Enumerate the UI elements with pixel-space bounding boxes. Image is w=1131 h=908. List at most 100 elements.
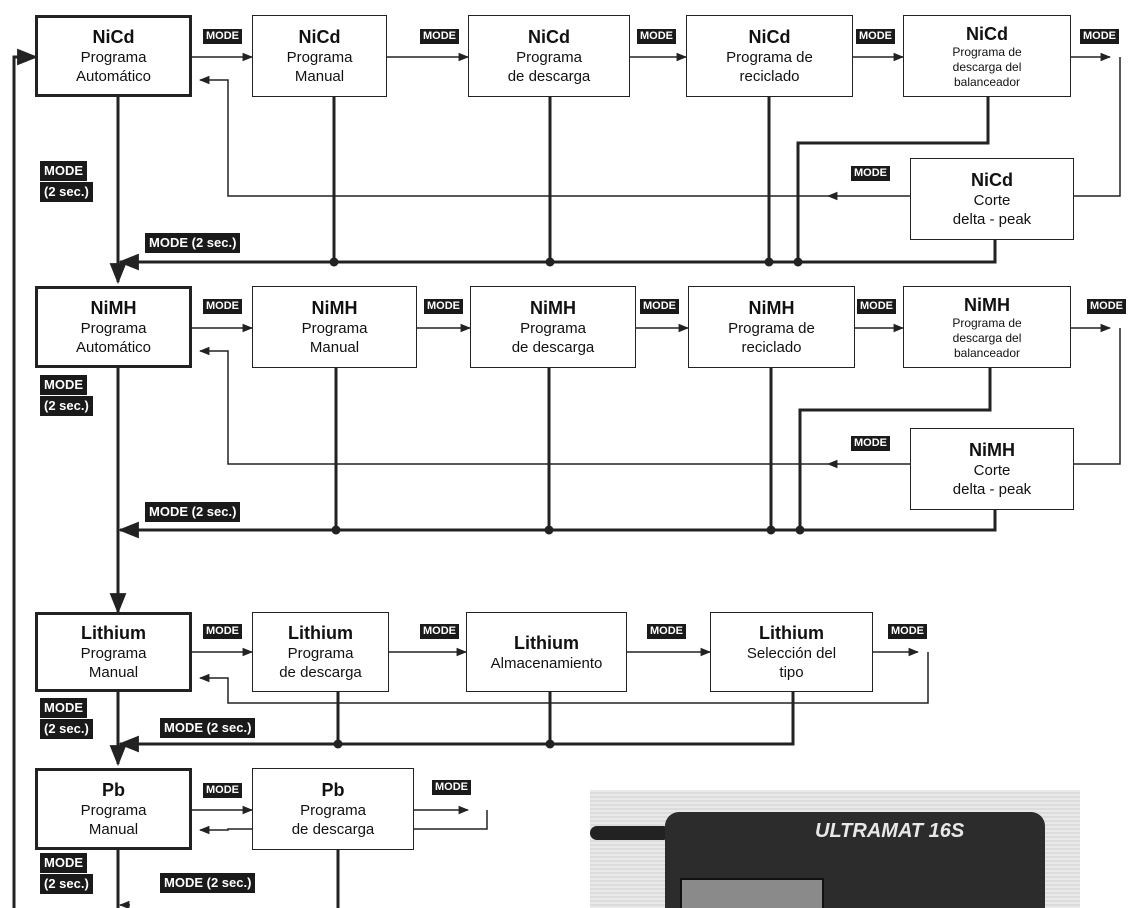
- lithium-storage-box: Lithium Almacenamiento: [466, 612, 627, 692]
- mode-2sec-tag: MODE (2 sec.): [160, 873, 256, 893]
- mode-tag: MODE: [856, 29, 895, 44]
- box-line: Manual: [88, 664, 139, 681]
- box-line: Programa de: [728, 320, 815, 337]
- mode-tag: MODE: [432, 780, 471, 795]
- box-line: Programa de: [952, 44, 1022, 59]
- charger-device: ULTRAMAT 16S: [665, 812, 1045, 908]
- box-line: Programa de: [952, 315, 1022, 330]
- mode-2sec-tag: MODE (2 sec.): [145, 233, 241, 253]
- mode-tag: MODE: [851, 166, 890, 181]
- device-title: ULTRAMAT 16S: [815, 820, 965, 842]
- box-line: Manual: [294, 68, 345, 85]
- box-title: Pb: [321, 780, 345, 800]
- nimh-cycle-box: NiMH Programa de reciclado: [688, 286, 855, 368]
- nimh-delta-box: NiMH Corte delta - peak: [910, 428, 1074, 510]
- nimh-auto-box: NiMH Programa Automático: [35, 286, 192, 368]
- mode-tag: MODE: [203, 29, 242, 44]
- box-title: NiCd: [528, 27, 570, 47]
- nicd-balancer-box: NiCd Programa de descarga del balanceado…: [903, 15, 1071, 97]
- box-line: descarga del: [952, 59, 1022, 74]
- box-title: NiCd: [92, 27, 135, 47]
- mode-tag: MODE: [203, 783, 242, 798]
- box-line: Programa: [80, 802, 147, 819]
- charger-photo: ULTRAMAT 16S: [590, 790, 1080, 908]
- box-title: NiMH: [964, 294, 1010, 315]
- box-line: de descarga: [291, 821, 375, 838]
- box-title: NiMH: [969, 440, 1015, 460]
- box-line: Programa: [286, 49, 353, 66]
- mode-tag: MODE: [424, 299, 463, 314]
- box-line: Programa: [301, 320, 368, 337]
- box-line: Programa: [80, 49, 147, 66]
- box-title: NiCd: [971, 170, 1013, 190]
- lithium-manual-main-box: Lithium Programa Manual: [35, 612, 192, 692]
- box-line: tipo: [779, 664, 804, 681]
- nicd-auto-box: NiCd Programa Automático: [35, 15, 192, 97]
- nicd-cycle-box: NiCd Programa de reciclado: [686, 15, 853, 97]
- mode-tag: MODE: [203, 299, 242, 314]
- box-line: Corte: [973, 192, 1011, 209]
- box-line: delta - peak: [952, 481, 1032, 498]
- box-title: Lithium: [759, 623, 824, 643]
- mode-2sec-tag-line2: (2 sec.): [40, 874, 93, 894]
- lithium-discharge-box: Lithium Programa de descarga: [252, 612, 389, 692]
- box-line: reciclado: [739, 68, 800, 85]
- mode-tag: MODE: [420, 29, 459, 44]
- box-line: balanceador: [953, 74, 1021, 89]
- box-line: Programa de: [726, 49, 813, 66]
- device-screen: [680, 878, 824, 908]
- box-line: Automático: [75, 339, 152, 356]
- mode-2sec-tag: MODE (2 sec.): [160, 718, 256, 738]
- mode-tag: MODE: [1080, 29, 1119, 44]
- box-line: Manual: [88, 821, 139, 838]
- box-title: NiMH: [311, 298, 358, 318]
- box-title: NiMH: [530, 298, 576, 318]
- mode-2sec-tag-line2: (2 sec.): [40, 182, 93, 202]
- box-line: Programa: [516, 49, 582, 66]
- mode-tag: MODE: [647, 624, 686, 639]
- nicd-manual-box: NiCd Programa Manual: [252, 15, 387, 97]
- box-title: NiCd: [298, 27, 341, 47]
- box-title: Lithium: [81, 623, 146, 643]
- mode-2sec-tag-line2: (2 sec.): [40, 396, 93, 416]
- box-title: NiMH: [90, 298, 137, 318]
- pb-discharge-box: Pb Programa de descarga: [252, 768, 414, 850]
- mode-2sec-tag-line1: MODE: [40, 853, 87, 873]
- box-title: NiCd: [966, 23, 1008, 44]
- nimh-balancer-box: NiMH Programa de descarga del balanceado…: [903, 286, 1071, 368]
- box-line: Programa: [80, 645, 147, 662]
- box-line: de descarga: [511, 339, 595, 356]
- mode-tag: MODE: [203, 624, 242, 639]
- box-line: Programa: [287, 645, 354, 662]
- box-line: Selección del: [746, 645, 837, 662]
- lithium-type-box: Lithium Selección del tipo: [710, 612, 873, 692]
- nimh-manual-box: NiMH Programa Manual: [252, 286, 417, 368]
- nimh-discharge-box: NiMH Programa de descarga: [470, 286, 636, 368]
- mode-2sec-tag-line1: MODE: [40, 375, 87, 395]
- mode-2sec-tag-line1: MODE: [40, 698, 87, 718]
- charger-cable: [590, 826, 670, 840]
- box-title: NiMH: [748, 298, 795, 318]
- mode-2sec-tag-line2: (2 sec.): [40, 719, 93, 739]
- box-line: Programa: [80, 320, 147, 337]
- box-line: Programa: [300, 802, 366, 819]
- mode-tag: MODE: [851, 436, 890, 451]
- box-line: Almacenamiento: [490, 654, 603, 672]
- box-line: Programa: [520, 320, 586, 337]
- mode-tag: MODE: [420, 624, 459, 639]
- box-line: balanceador: [953, 345, 1021, 360]
- box-line: de descarga: [279, 664, 362, 681]
- box-title: Lithium: [514, 632, 579, 653]
- box-line: de descarga: [507, 68, 591, 85]
- mode-2sec-tag-line1: MODE: [40, 161, 87, 181]
- nicd-discharge-box: NiCd Programa de descarga: [468, 15, 630, 97]
- box-title: NiCd: [748, 27, 791, 47]
- pb-manual-main-box: Pb Programa Manual: [35, 768, 192, 850]
- mode-tag: MODE: [857, 299, 896, 314]
- box-line: Manual: [309, 339, 360, 356]
- nicd-delta-box: NiCd Corte delta - peak: [910, 158, 1074, 240]
- mode-tag: MODE: [637, 29, 676, 44]
- mode-tag: MODE: [888, 624, 927, 639]
- box-line: Automático: [75, 68, 152, 85]
